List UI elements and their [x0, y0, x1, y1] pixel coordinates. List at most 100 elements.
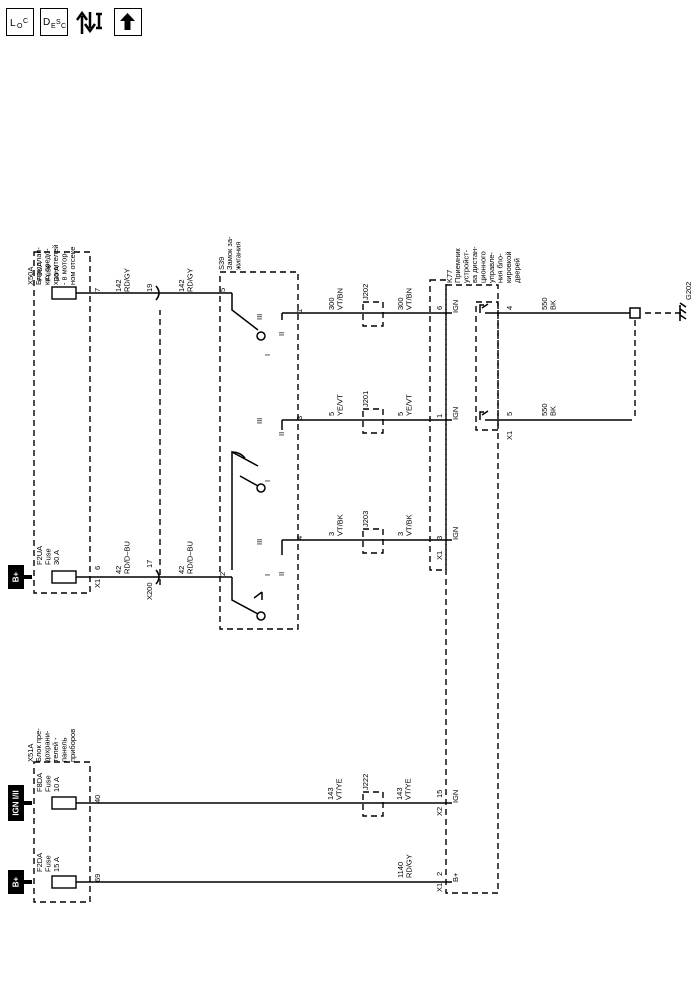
switch-pos-i-2: I	[263, 354, 272, 356]
fuse-f8da	[51, 796, 77, 810]
pin-3: 3	[295, 416, 304, 420]
switch-pos-i-1: I	[263, 480, 272, 482]
k-ign-15: IGN	[451, 790, 460, 803]
k-ign-3: IGN	[451, 527, 460, 540]
desc-button[interactable]: D E S C	[40, 8, 68, 36]
k77-desc-line-5: ния бло-	[496, 253, 505, 283]
switch-pos-ii-1: II	[277, 432, 286, 436]
svg-text:IGN I/II: IGN I/II	[12, 790, 21, 815]
switch-pos-iii-1: III	[255, 418, 264, 424]
fuse-f2ua	[51, 570, 77, 584]
wire-143a-label-line-1: VT/YE	[335, 778, 344, 800]
pin-69: 69	[93, 874, 102, 882]
fuse-f3ua	[51, 286, 77, 300]
wire-550b-label-line-0: 550	[540, 297, 549, 310]
wire-142b-label-line-1: RD/GY	[186, 268, 195, 292]
up-arrow-icon	[120, 13, 135, 30]
pin-40: 40	[93, 795, 102, 803]
ground-label: G202	[684, 282, 693, 300]
s39-desc-line-0: Замок за-	[225, 236, 234, 270]
fuse-f3ua-label-line-0: F3UA	[35, 262, 44, 281]
s39-desc-line-1: жигания	[234, 242, 243, 270]
desc-sub2: S	[56, 19, 61, 26]
wire-3b-label-line-0: 3	[396, 532, 405, 536]
k77-desc-line-7: дверей	[513, 258, 522, 283]
switch-pos-i-0: I	[263, 574, 272, 576]
fuse-f3ua-label-line-1: Fuse	[44, 264, 53, 281]
fuse-f2ua-label-line-0: F2UA	[35, 546, 44, 565]
x50a-desc-line-2: хранителей	[51, 245, 60, 285]
k-6: 6	[435, 306, 444, 310]
k-bplus: B+	[451, 872, 460, 882]
x200-arc-17	[155, 569, 160, 585]
switch-pos-iii-2: III	[255, 314, 264, 320]
svg-text:B+: B+	[12, 571, 21, 582]
k77-desc-line-3: ционного	[479, 251, 488, 283]
fuse-f8da-label-line-2: 10 A	[52, 777, 61, 792]
pin-x200: X200	[145, 582, 154, 600]
wire-550a-label-line-1: BK	[549, 406, 558, 416]
toolbar: L O C D E S C	[6, 8, 142, 36]
s39-id: S39	[217, 257, 226, 270]
x50a-desc-line-4: ном отсеке	[68, 247, 77, 285]
pin-1: 1	[295, 309, 304, 313]
desc-sub1: E	[51, 23, 56, 30]
fuse-f2da	[51, 875, 77, 889]
x50a-box	[33, 251, 91, 594]
wire-5a-label-line-0: 5	[327, 412, 336, 416]
wire-300a-label-line-0: 300	[327, 297, 336, 310]
supply-bplus-left: B+	[8, 870, 32, 894]
k77-left-box	[429, 279, 447, 571]
k77-box	[445, 284, 499, 894]
wire-1140-label-line-0: 1140	[396, 862, 405, 878]
desc-icon: D	[43, 17, 51, 28]
wire-300b-label-line-0: 300	[396, 297, 405, 310]
pin-5: 5	[218, 288, 227, 292]
wire-142a-label-line-1: RD/GY	[123, 268, 132, 292]
k77-switches	[479, 303, 641, 420]
x50a-id: X50A	[26, 267, 35, 285]
loc-button[interactable]: L O C	[6, 8, 34, 36]
up-arrow-button[interactable]	[114, 8, 142, 36]
splice-j222: J222	[361, 774, 370, 790]
x50a-desc-line-3: - в мотор-	[60, 250, 69, 285]
splice-j201-box	[362, 408, 384, 434]
wire-5a-label-line-1: YE/VT	[336, 394, 345, 416]
k-x2: X2	[435, 807, 444, 816]
troubleshoot-button[interactable]	[74, 8, 108, 36]
x51a-id: X51A	[26, 744, 35, 762]
pin-4: 4	[295, 536, 304, 540]
k-x1: X1	[435, 883, 444, 892]
loc-icon: L	[10, 18, 16, 29]
svg-text:B+: B+	[12, 876, 21, 887]
wire-550a-label-line-0: 550	[540, 403, 549, 416]
pin-6: 6	[93, 566, 102, 570]
splice-j202-box	[362, 301, 384, 327]
wire-3a-label-line-0: 3	[327, 532, 336, 536]
wire-300b-label-line-1: VT/BN	[405, 288, 414, 310]
k-x1b: X1	[435, 551, 444, 560]
s39-box	[219, 271, 299, 630]
fuse-f2ua-label-line-2: 30 A	[52, 550, 61, 565]
wire-3a-label-line-1: VT/BK	[336, 514, 345, 536]
pin-19: 19	[145, 284, 154, 292]
k77-id: K77	[445, 270, 454, 283]
wire-143b-label-line-0: 143	[395, 787, 404, 800]
wire-143b-label-line-1: VT/YE	[404, 778, 413, 800]
supply-ign: IGN I/II	[8, 785, 32, 821]
fuse-f2da-label-line-2: 15 A	[52, 857, 61, 872]
pin-2: 2	[218, 572, 227, 576]
fuse-f8da-label-line-0: F8DA	[35, 773, 44, 792]
x51a-desc-line-0: Блок пре-	[34, 728, 43, 762]
switch-pos-iii-0: III	[255, 539, 264, 545]
x51a-desc-line-2: телей -	[51, 737, 60, 762]
k-1: 1	[435, 414, 444, 418]
k-3: 3	[435, 536, 444, 540]
x51a-desc-line-3: панель	[60, 737, 69, 762]
fuse-f2da-label-line-0: F2DA	[35, 853, 44, 872]
wire-142b-label-line-0: 142	[177, 279, 186, 292]
pin-17: 17	[145, 560, 154, 568]
k-15: 15	[435, 790, 444, 798]
x51a-box	[33, 761, 91, 903]
